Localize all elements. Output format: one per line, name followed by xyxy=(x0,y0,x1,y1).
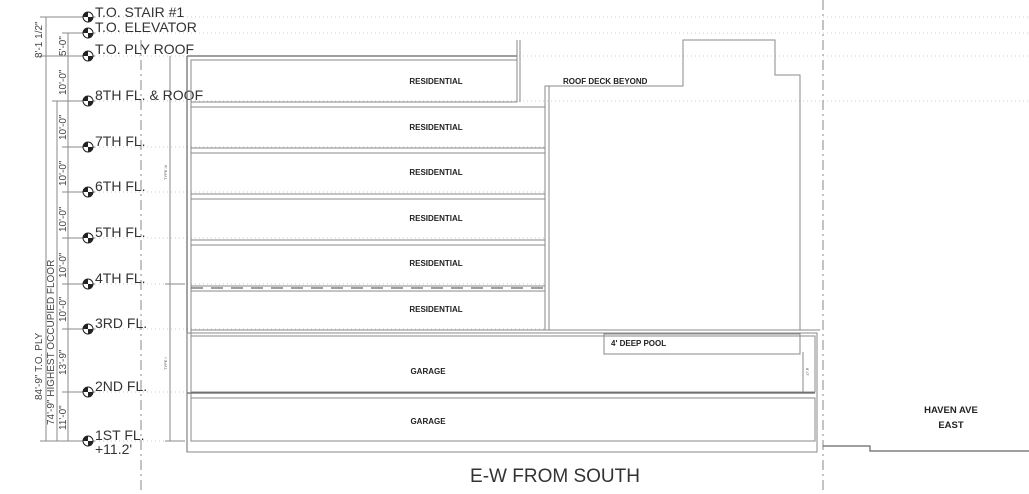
space-residential-8: RESIDENTIAL xyxy=(409,77,462,86)
floor-8 xyxy=(190,59,518,103)
space-garage-1: GARAGE xyxy=(410,417,446,426)
level-6th: 6TH FL. xyxy=(95,178,146,194)
space-residential-6: RESIDENTIAL xyxy=(409,168,462,177)
roof-deck-beyond-outline xyxy=(544,39,801,330)
space-residential-7: RESIDENTIAL xyxy=(409,123,462,132)
dim-stair: 8'-1 1/2" xyxy=(34,21,45,58)
space-residential-3: RESIDENTIAL xyxy=(409,305,462,314)
dim-f4: 10'-0" xyxy=(58,252,69,278)
street-direction: EAST xyxy=(938,420,964,431)
dim-f8: 10'-0" xyxy=(58,69,69,95)
space-garage-2: GARAGE xyxy=(410,367,446,376)
level-ply-roof: T.O. PLY ROOF xyxy=(95,41,194,57)
ground-line xyxy=(823,445,1029,452)
level-4th: 4TH FL. xyxy=(95,270,146,286)
type-lower-label: TYPE I xyxy=(163,357,168,370)
level-marker-icon xyxy=(82,186,94,198)
level-5th: 5TH FL. xyxy=(95,224,146,240)
level-8th: 8TH FL. & ROOF xyxy=(95,87,203,103)
dim-f5: 10'-0" xyxy=(58,206,69,232)
garage-level-2 xyxy=(190,335,816,393)
building-outline xyxy=(186,39,820,453)
pool-depth-label: 8'-0" xyxy=(805,368,810,377)
dim-f2: 13'-9" xyxy=(58,349,69,375)
dim-f7: 10'-0" xyxy=(58,114,69,140)
pool-label: 4' DEEP POOL xyxy=(611,339,666,348)
garage-level-1 xyxy=(190,397,816,442)
floor-4 xyxy=(190,244,546,287)
floor-3 xyxy=(190,290,546,331)
dim-f1: 11'-0" xyxy=(58,405,69,430)
floor-5 xyxy=(190,198,546,241)
floor-7 xyxy=(190,106,546,149)
level-marker-icon xyxy=(82,11,94,23)
level-2nd: 2ND FL. xyxy=(95,378,147,394)
level-markers xyxy=(82,11,94,447)
level-marker-icon xyxy=(82,386,94,398)
level-1st: 1ST FL. xyxy=(95,427,145,443)
level-marker-icon xyxy=(82,27,94,39)
space-residential-4: RESIDENTIAL xyxy=(409,259,462,268)
roof-deck-label: ROOF DECK BEYOND xyxy=(563,77,648,86)
level-marker-icon xyxy=(82,323,94,335)
drawing-title: E-W FROM SOUTH xyxy=(470,466,640,487)
level-marker-icon xyxy=(82,232,94,244)
space-residential-5: RESIDENTIAL xyxy=(409,214,462,223)
level-marker-icon xyxy=(82,95,94,107)
level-elevator: T.O. ELEVATOR xyxy=(95,19,197,35)
dim-highest-floor: 74'-9" HIGHEST OCCUPIED FLOOR xyxy=(46,260,57,425)
level-stair: T.O. STAIR #1 xyxy=(95,4,184,20)
floor-6 xyxy=(190,152,546,195)
type-upper-label: TYPE III xyxy=(163,165,168,180)
level-marker-icon xyxy=(82,278,94,290)
street-name: HAVEN AVE xyxy=(924,405,978,416)
level-marker-icon xyxy=(82,435,94,447)
pool-outline xyxy=(603,333,801,355)
dim-ply-roof: 5'-0" xyxy=(58,36,69,56)
level-marker-icon xyxy=(82,50,94,62)
dim-f3: 10'-0" xyxy=(58,296,69,322)
level-3rd: 3RD FL. xyxy=(95,315,147,331)
level-1st-elevation: +11.2' xyxy=(95,441,132,457)
level-lines xyxy=(95,16,1029,442)
level-7th: 7TH FL. xyxy=(95,133,146,149)
dim-total-ply: 84'-9" T.O. PLY xyxy=(34,332,45,400)
level-marker-icon xyxy=(82,141,94,153)
dim-f6: 10'-0" xyxy=(58,160,69,186)
